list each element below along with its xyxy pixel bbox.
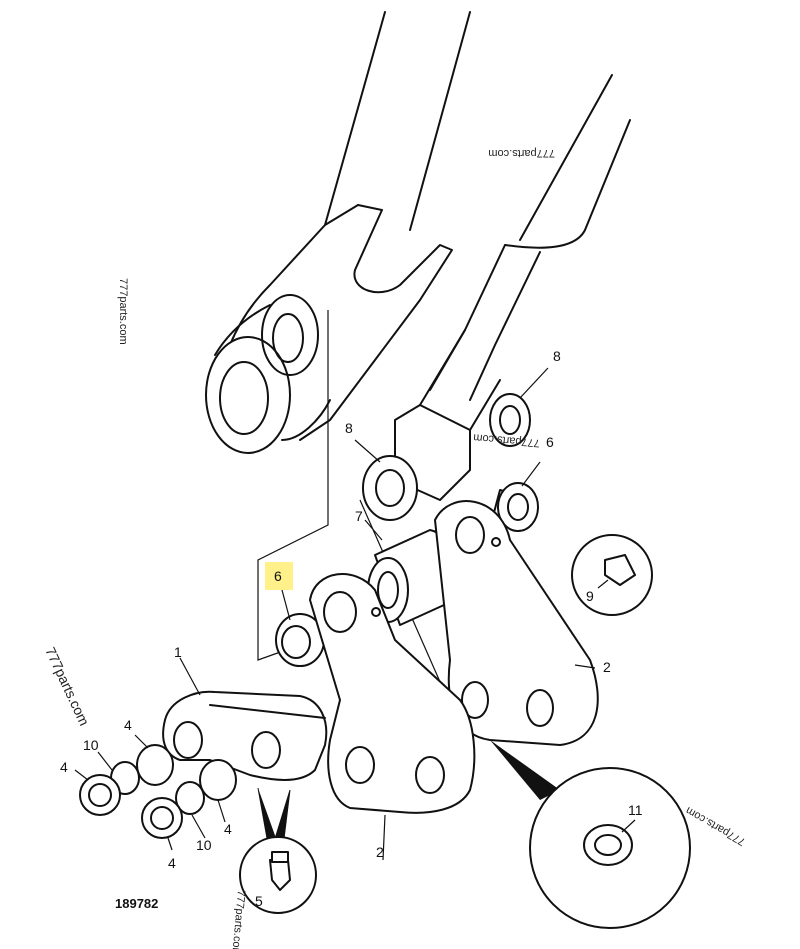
watermark-lower-left: 777parts.com — [42, 645, 92, 729]
bushing-set-lower — [141, 759, 237, 839]
boom-arm — [205, 11, 631, 454]
callout-11: 11 — [628, 802, 643, 818]
bushing-set-upper — [79, 744, 174, 816]
callout-10-a: 10 — [83, 737, 99, 753]
watermark-mid: 777parts.com — [473, 431, 540, 449]
callout-labels: 1 2 2 4 4 4 4 5 6 6 7 8 8 9 10 10 11 — [60, 348, 643, 909]
callout-4-c: 4 — [224, 821, 232, 837]
bracket-1 — [162, 690, 328, 781]
callout-1: 1 — [174, 644, 182, 660]
callout-2-front: 2 — [376, 844, 384, 860]
leader-lines — [74, 367, 636, 861]
detail-circle-9 — [571, 534, 653, 616]
link-plate-2-front — [309, 573, 476, 814]
callout-8-left: 8 — [345, 420, 353, 436]
reference-number: 189782 — [115, 896, 158, 911]
callout-8-right: 8 — [553, 348, 561, 364]
watermark-right: 777parts.com — [684, 804, 748, 848]
watermark-top: 777parts.com — [488, 147, 555, 159]
callout-7: 7 — [355, 508, 363, 524]
watermark-left: 777parts.com — [117, 278, 129, 345]
callout-4-d: 4 — [168, 855, 176, 871]
detail-circle-11 — [490, 740, 691, 929]
callout-10-b: 10 — [196, 837, 212, 853]
callout-6-right: 6 — [546, 434, 554, 450]
watermark-bottom: 777parts.com — [229, 890, 247, 949]
callout-9: 9 — [586, 588, 594, 604]
callout-2-rear: 2 — [603, 659, 611, 675]
callout-5: 5 — [255, 893, 263, 909]
washer-8-right — [489, 393, 531, 447]
callout-6-left: 6 — [274, 568, 282, 584]
callout-4-b: 4 — [60, 759, 68, 775]
detail-circle-5 — [239, 787, 317, 914]
washer-8-left — [362, 455, 418, 521]
callout-4-a: 4 — [124, 717, 132, 733]
highlight-box — [265, 562, 293, 590]
